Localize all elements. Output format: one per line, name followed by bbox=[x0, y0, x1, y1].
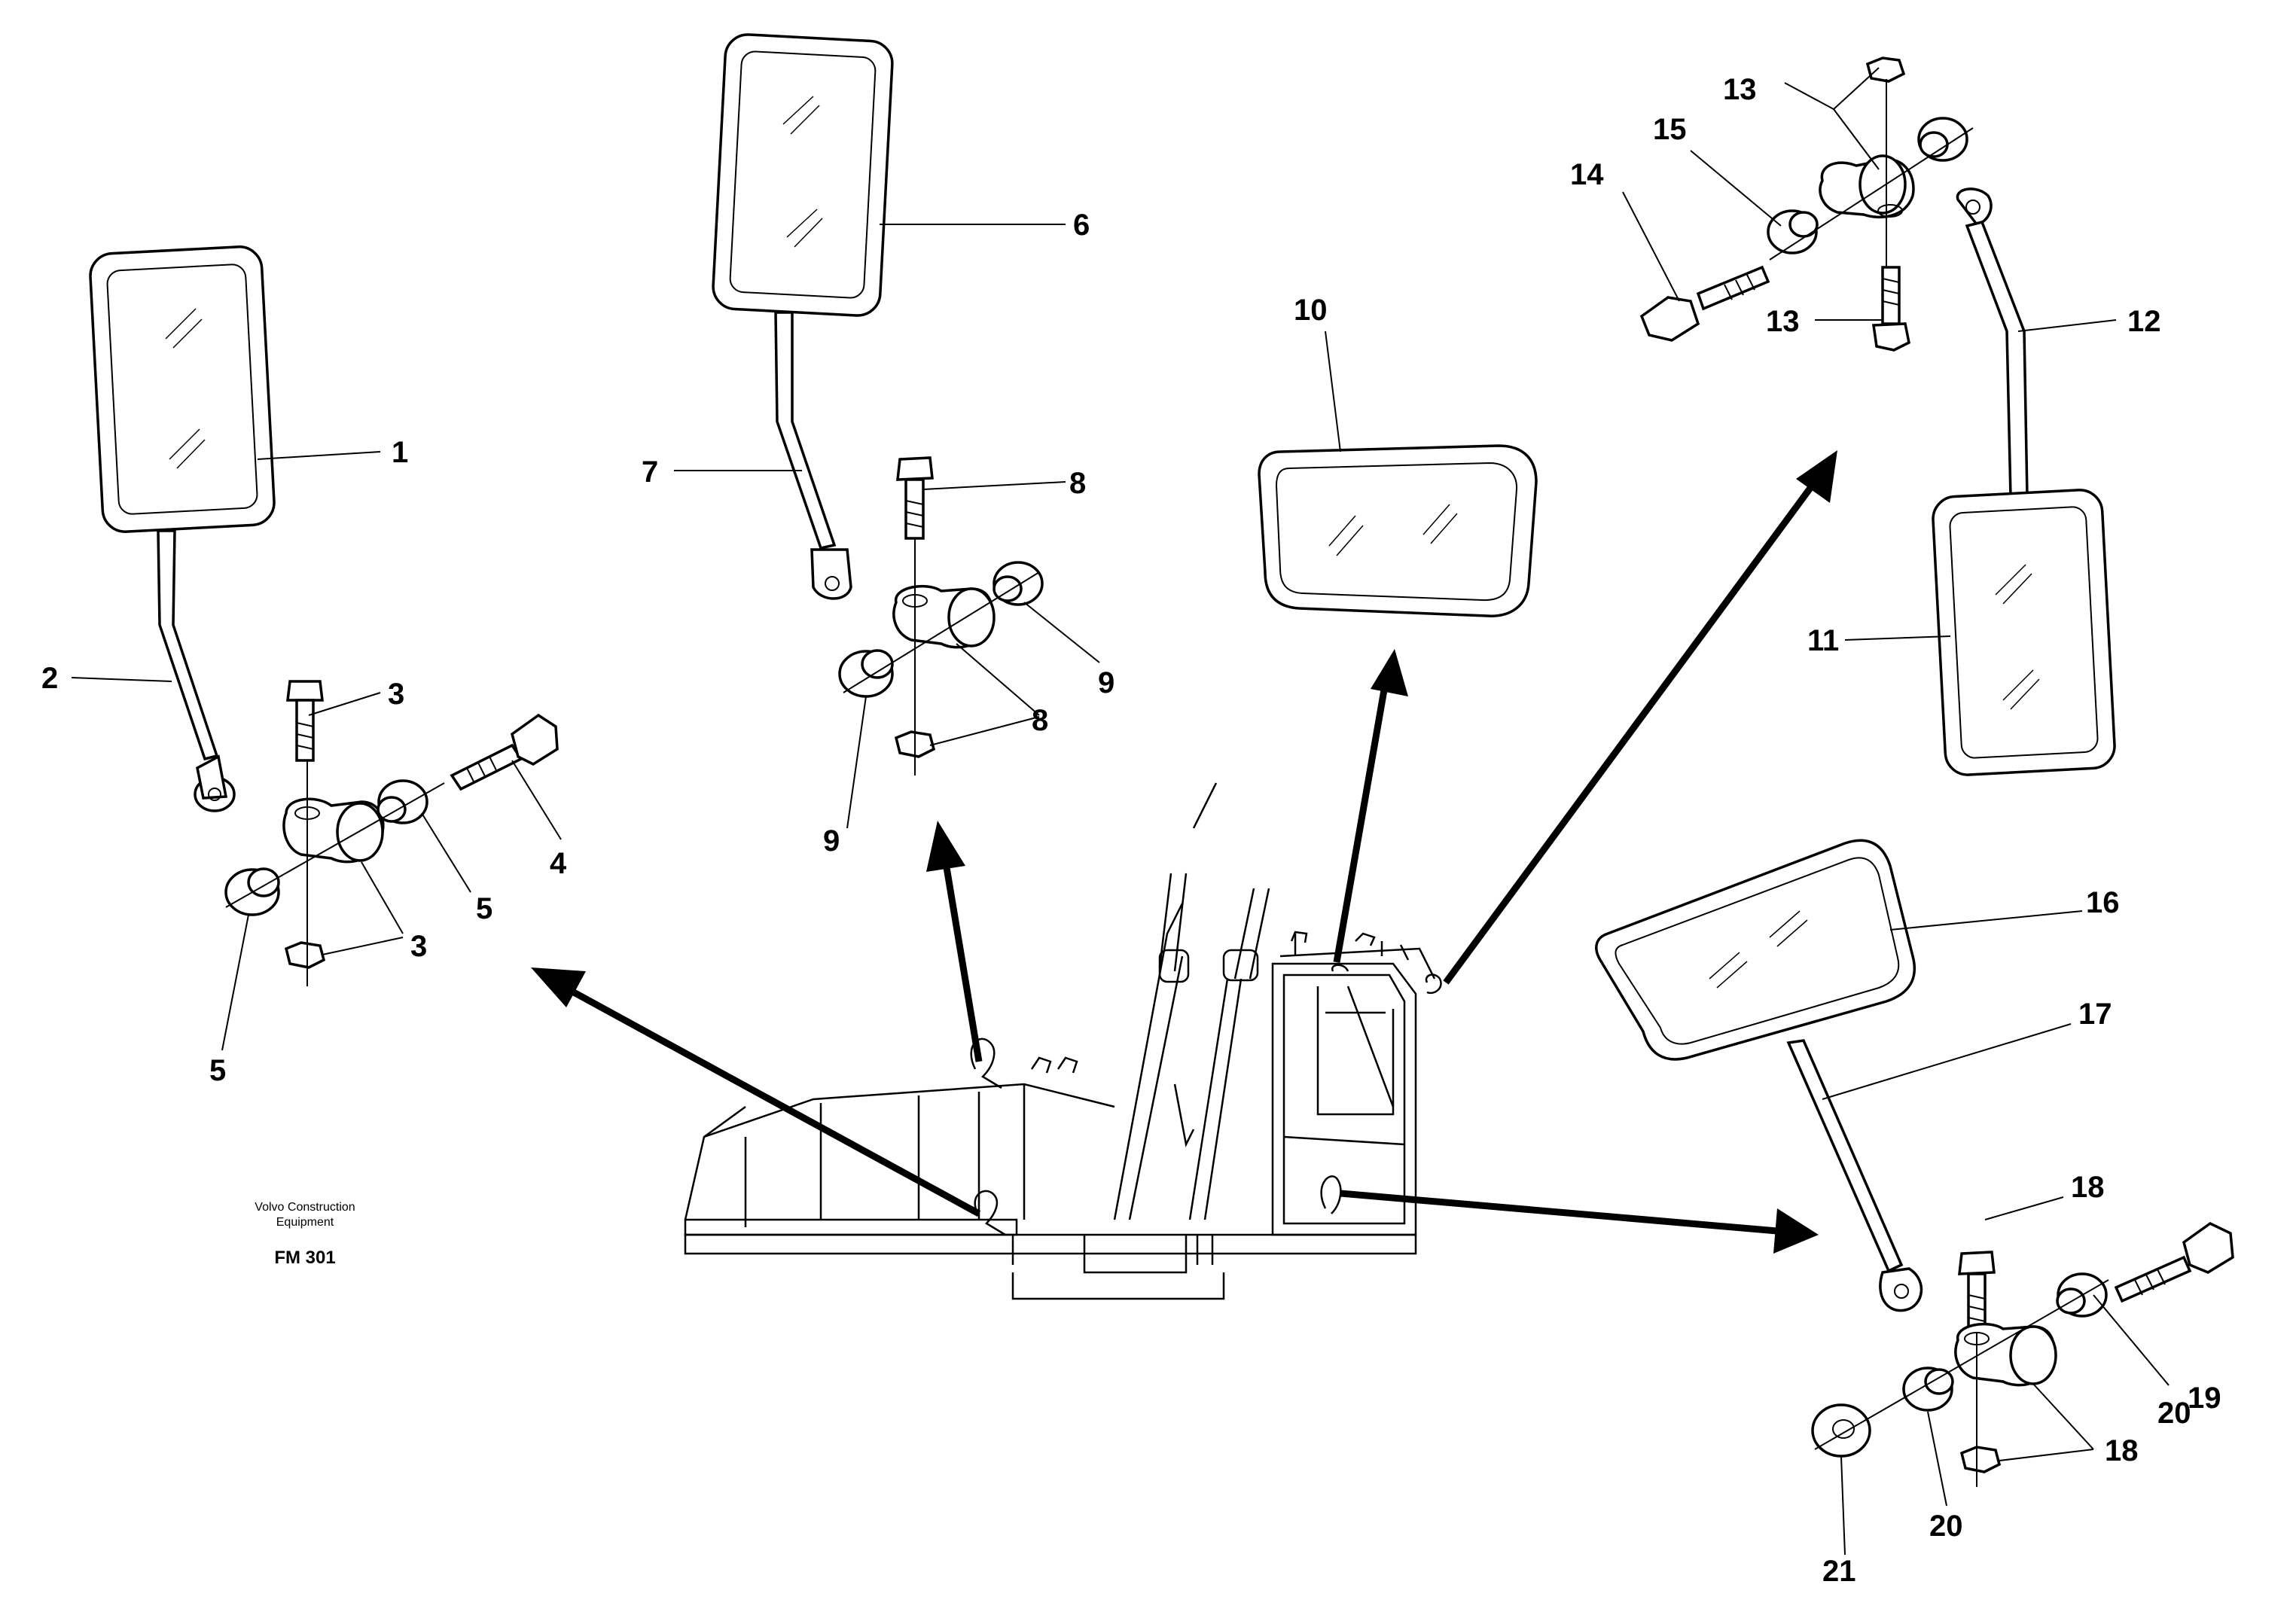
callout-15: 15 bbox=[1653, 113, 1687, 146]
callout-17: 17 bbox=[2078, 998, 2112, 1031]
callout-1: 1 bbox=[392, 436, 408, 469]
callout-6: 6 bbox=[1073, 209, 1090, 242]
callout-9: 9 bbox=[1098, 666, 1115, 699]
callout-2: 2 bbox=[41, 662, 58, 695]
mirror-assembly-rear bbox=[1595, 839, 2234, 1487]
callout-3: 3 bbox=[388, 678, 404, 711]
callout-16: 16 bbox=[2086, 886, 2120, 919]
mirror-assembly-left bbox=[89, 245, 559, 986]
mirror-assembly-center bbox=[712, 33, 1044, 775]
mirror-assembly-front bbox=[1258, 444, 1538, 617]
callout-7: 7 bbox=[642, 456, 658, 489]
excavator-outline bbox=[684, 782, 1442, 1300]
drawing-code: FM 301 bbox=[274, 1248, 335, 1268]
callout-5: 5 bbox=[476, 892, 492, 925]
callout-19: 19 bbox=[2188, 1382, 2221, 1415]
credit-block: Volvo Construction Equipment FM 301 bbox=[255, 1201, 355, 1268]
callout-8: 8 bbox=[1069, 467, 1086, 500]
callout-3: 3 bbox=[410, 930, 427, 963]
callout-21: 21 bbox=[1822, 1555, 1856, 1588]
callout-13: 13 bbox=[1723, 73, 1757, 106]
manufacturer-line-2: Equipment bbox=[276, 1216, 334, 1229]
callout-18: 18 bbox=[2105, 1434, 2139, 1467]
mirror-assembly-right bbox=[1639, 56, 2116, 776]
direction-arrows bbox=[531, 450, 1837, 1254]
callout-11: 11 bbox=[1807, 624, 1839, 657]
callout-5: 5 bbox=[209, 1054, 226, 1087]
callout-labels: 1 2 3 3 4 5 5 6 7 8 8 9 9 10 11 12 13 13… bbox=[41, 73, 2221, 1588]
callout-20: 20 bbox=[1929, 1510, 1963, 1543]
callout-20: 20 bbox=[2157, 1397, 2191, 1430]
callout-14: 14 bbox=[1570, 158, 1604, 191]
callout-9: 9 bbox=[823, 824, 840, 858]
callout-8: 8 bbox=[1032, 704, 1048, 737]
callout-18: 18 bbox=[2071, 1171, 2105, 1204]
callout-13: 13 bbox=[1766, 305, 1800, 338]
callout-10: 10 bbox=[1294, 294, 1328, 327]
callout-12: 12 bbox=[2127, 305, 2161, 338]
callout-4: 4 bbox=[550, 847, 567, 880]
leader-lines bbox=[71, 67, 2170, 1555]
manufacturer-line-1: Volvo Construction bbox=[255, 1201, 355, 1214]
